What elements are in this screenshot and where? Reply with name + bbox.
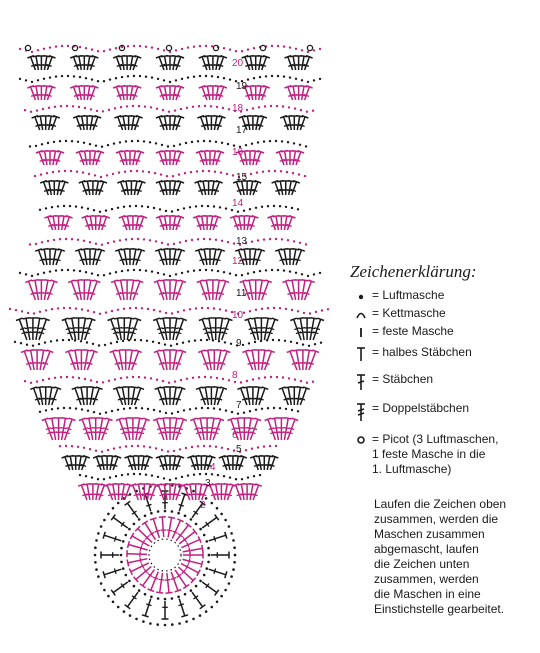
round-label: 8 bbox=[232, 370, 238, 381]
cross-icon bbox=[350, 372, 372, 391]
chart-stitches bbox=[8, 44, 330, 627]
legend-title: Zeichenerklärung: bbox=[350, 262, 477, 281]
legend-item-feste-masche: = feste Masche bbox=[350, 324, 535, 339]
round-label: 12 bbox=[232, 256, 244, 267]
round-label: 16 bbox=[232, 147, 244, 158]
round-label: 4 bbox=[210, 462, 216, 473]
round-label: 6 bbox=[232, 430, 238, 441]
legend-item-kettmasche: = Kettmasche bbox=[350, 306, 535, 321]
t-icon bbox=[350, 345, 372, 362]
round-label: 11 bbox=[236, 288, 247, 299]
legend-text: = Stäbchen bbox=[372, 372, 434, 386]
round-label: 13 bbox=[236, 236, 248, 247]
round-labels: 2 3 4 5 6 7 8 9 10 11 12 13 14 15 16 17 18 19 20 bbox=[200, 58, 248, 511]
arc-icon bbox=[350, 306, 372, 321]
round-label: 2 bbox=[200, 500, 206, 511]
round-label: 5 bbox=[236, 444, 242, 455]
round-label: 15 bbox=[236, 172, 248, 183]
round-label: 17 bbox=[236, 125, 248, 136]
legend-item-picot: = Picot (3 Luftmaschen, 1 feste Masche i… bbox=[350, 432, 535, 477]
legend-text: = Kettmasche bbox=[372, 306, 446, 320]
round-label: 9 bbox=[236, 338, 242, 349]
round-label: 18 bbox=[232, 103, 244, 114]
legend-item-luftmasche: = Luftmasche bbox=[350, 288, 535, 303]
dot-icon bbox=[350, 288, 372, 303]
round-label: 20 bbox=[232, 58, 244, 69]
legend-text: = halbes Stäbchen bbox=[372, 345, 472, 359]
legend-note: Laufen die Zeichen oben zusammen, werden… bbox=[374, 497, 507, 616]
crochet-chart: 2 3 4 5 6 7 8 9 10 11 12 13 14 15 16 17 18 19 20 bbox=[8, 44, 330, 627]
legend-text: = Luftmasche bbox=[372, 288, 445, 302]
picot-icon bbox=[350, 432, 372, 447]
round-label: 14 bbox=[232, 198, 244, 209]
round-label: 10 bbox=[232, 310, 244, 321]
legend-text: = feste Masche bbox=[372, 324, 454, 338]
round-label: 3 bbox=[205, 478, 211, 489]
legend-text: = Doppelstäbchen bbox=[372, 401, 470, 415]
round-label: 7 bbox=[236, 400, 242, 411]
round-label: 19 bbox=[236, 81, 248, 92]
legend-item-doppelstaebchen: = Doppelstäbchen bbox=[350, 401, 535, 422]
bar-icon bbox=[350, 324, 372, 339]
legend-item-halbes-staebchen: = halbes Stäbchen bbox=[350, 345, 535, 362]
legend-item-staebchen: = Stäbchen bbox=[350, 372, 535, 391]
symbol-legend: Zeichenerklärung: = Luftmasche = Kettmas… bbox=[350, 262, 535, 617]
double-cross-icon bbox=[350, 401, 372, 422]
legend-text: = Picot (3 Luftmaschen, 1 feste Masche i… bbox=[372, 432, 499, 476]
